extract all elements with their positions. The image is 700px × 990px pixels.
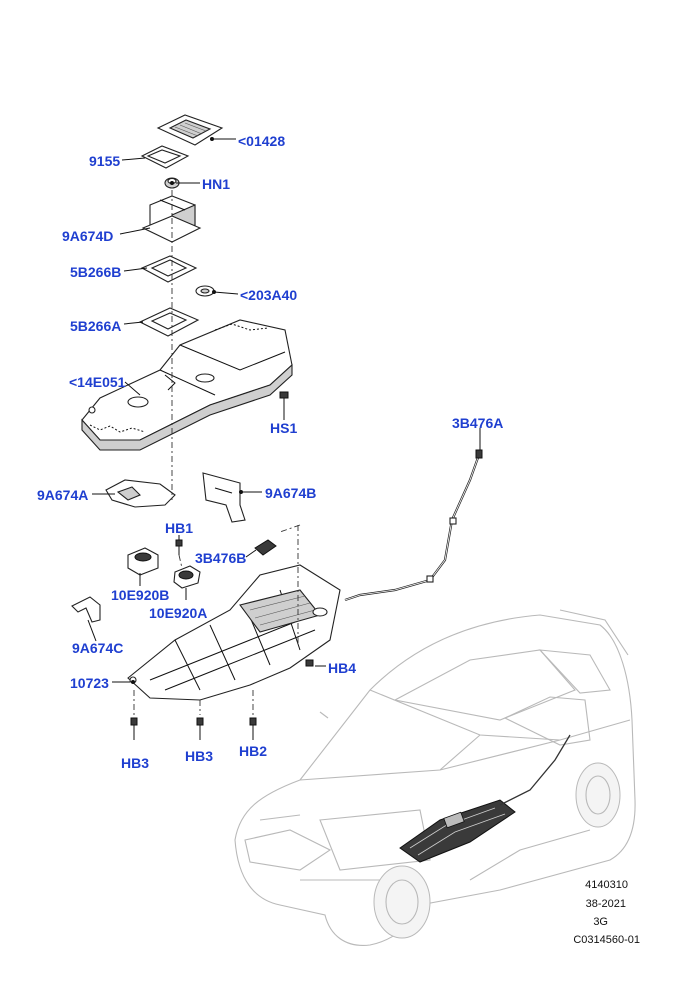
label-9A674C: 9A674C bbox=[72, 640, 124, 656]
label-10723: 10723 bbox=[70, 675, 109, 691]
sensor-10E920B bbox=[127, 547, 159, 576]
housing-9A674D bbox=[141, 195, 202, 243]
cover-part-01428 bbox=[156, 114, 224, 146]
label-01428: <01428 bbox=[238, 133, 286, 149]
bolt-HS1 bbox=[279, 391, 289, 412]
reference-number: 4140310 bbox=[585, 879, 628, 891]
label-203A40: <203A40 bbox=[240, 287, 298, 303]
reference-date: 38-2021 bbox=[585, 898, 626, 910]
label-HS1: HS1 bbox=[270, 420, 298, 436]
label-HB2: HB2 bbox=[239, 743, 268, 759]
label-9155: 9155 bbox=[89, 153, 121, 169]
vehicle-battery-highlight bbox=[399, 734, 571, 863]
label-10E920B: 10E920B bbox=[111, 587, 170, 603]
connector-3B476B bbox=[254, 539, 277, 556]
battery-tray-10723 bbox=[127, 564, 341, 701]
bracket-9A674C bbox=[71, 596, 101, 623]
label-3B476A: 3B476A bbox=[452, 415, 504, 431]
label-9A674A: 9A674A bbox=[37, 487, 89, 503]
label-HB4: HB4 bbox=[328, 660, 357, 676]
bolt-HB3 bbox=[130, 717, 138, 740]
label-HB1: HB1 bbox=[165, 520, 194, 536]
reference-code: 3G bbox=[593, 916, 608, 928]
label-HB3-center: HB3 bbox=[185, 748, 214, 764]
label-9A674B: 9A674B bbox=[265, 485, 317, 501]
gasket-9155 bbox=[140, 145, 190, 169]
bolt-HB2 bbox=[249, 717, 257, 740]
rear-wheel bbox=[575, 762, 621, 828]
cable-3B476A bbox=[344, 449, 483, 602]
label-5B266B: 5B266B bbox=[70, 264, 122, 280]
washer-203A40 bbox=[195, 285, 215, 297]
plate-5B266B bbox=[140, 255, 198, 283]
battery-cover-14E051 bbox=[81, 319, 293, 451]
label-9A674D: 9A674D bbox=[62, 228, 114, 244]
bracket-9A674B bbox=[202, 472, 246, 523]
front-wheel bbox=[373, 865, 431, 939]
label-10E920A: 10E920A bbox=[149, 605, 208, 621]
bolt-HB4 bbox=[305, 659, 314, 667]
reference-drawing-id: C0314560-01 bbox=[573, 934, 640, 946]
label-3B476B: 3B476B bbox=[195, 550, 247, 566]
label-5B266A: 5B266A bbox=[70, 318, 122, 334]
vehicle-outline bbox=[234, 609, 636, 946]
bolt-HB1 bbox=[175, 539, 183, 555]
sensor-10E920A bbox=[173, 565, 201, 589]
label-14E051: <14E051 bbox=[69, 374, 126, 390]
bracket-9A674A bbox=[105, 479, 176, 508]
plate-5B266A bbox=[138, 307, 200, 337]
bolt-HB3-center bbox=[196, 717, 204, 740]
label-HB3: HB3 bbox=[121, 755, 150, 771]
leader-lines bbox=[87, 137, 481, 684]
label-HN1: HN1 bbox=[202, 176, 231, 192]
